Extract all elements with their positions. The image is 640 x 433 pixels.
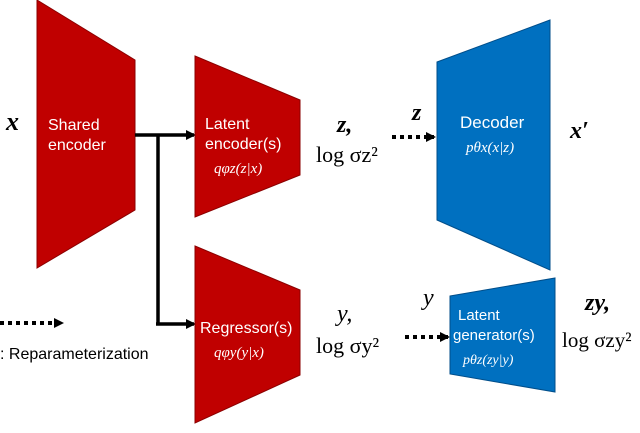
latent-generator-label-line1: Latent <box>458 307 501 324</box>
regressor-block <box>194 245 301 424</box>
regressor-output-logvar: log σy² <box>316 333 379 358</box>
regressor-label: Regressor(s) <box>200 320 292 337</box>
latent-encoder-block <box>194 55 301 218</box>
decoder-distribution: pθx(x|z) <box>465 140 514 156</box>
legend-reparameterization-text: : Reparameterization <box>0 346 149 363</box>
latent-encoder-output-logvar: log σz² <box>316 142 378 167</box>
latent-encoder-label-line2: encoder(s) <box>205 136 281 153</box>
latent-encoder-label-line1: Latent <box>205 116 250 133</box>
latent-generator-output-zy: zy, <box>584 290 610 316</box>
latent-encoder-output-z: z, <box>336 112 352 138</box>
shared-encoder-block <box>36 0 136 269</box>
input-x-label: x <box>5 107 19 136</box>
decoder-input-z-label: z <box>411 100 422 126</box>
latent-generator-distribution: pθz(zy|y) <box>462 353 514 368</box>
decoder-output-x-prime: x′ <box>569 118 589 144</box>
regressor-distribution: qφy(y|x) <box>214 345 264 361</box>
shared-encoder-label-line2: encoder <box>48 137 106 154</box>
decoder-label: Decoder <box>460 113 525 132</box>
latent-generator-block <box>449 277 556 393</box>
shared-encoder-label-line1: Shared <box>48 117 100 134</box>
latent-generator-input-y-label: y <box>421 285 434 311</box>
latent-generator-output-logvar: log σzy² <box>562 328 632 352</box>
regressor-output-y: y, <box>335 301 352 327</box>
latent-generator-label-line2: generator(s) <box>453 327 535 344</box>
latent-encoder-distribution: qφz(z|x) <box>214 161 262 177</box>
decoder-block <box>436 19 551 271</box>
